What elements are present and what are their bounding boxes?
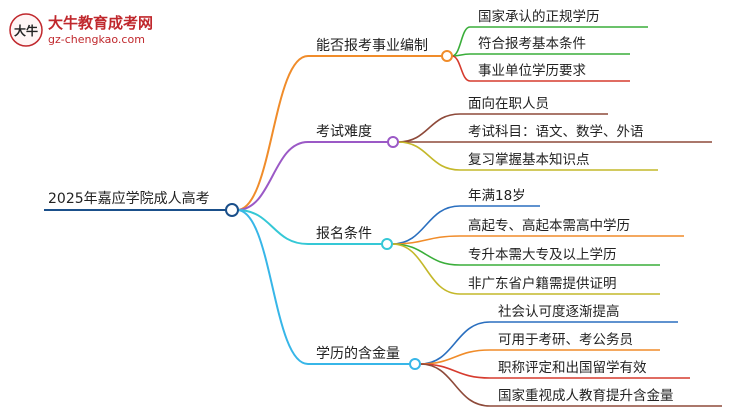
leaf-label: 复习掌握基本知识点 bbox=[468, 151, 590, 168]
branch-node bbox=[409, 358, 421, 370]
leaf-connector bbox=[397, 113, 461, 143]
leaf-connector bbox=[391, 243, 461, 266]
svg-text:大牛: 大牛 bbox=[14, 23, 38, 38]
leaf-label: 符合报考基本条件 bbox=[478, 35, 586, 52]
leaf-connector bbox=[419, 321, 491, 365]
branch-connector bbox=[236, 55, 309, 211]
branch-label: 能否报考事业编制 bbox=[316, 38, 428, 54]
branch-label: 学历的含金量 bbox=[316, 346, 400, 362]
branch-connector bbox=[236, 209, 309, 245]
leaf-label: 考试科目：语文、数学、外语 bbox=[468, 124, 644, 140]
site-logo: 大牛 大牛教育成考网 gz-chengkao.com bbox=[8, 8, 178, 52]
leaf-label: 高起专、高起本需高中学历 bbox=[468, 217, 630, 234]
leaf-connector bbox=[397, 141, 461, 171]
leaf-label: 国家承认的正规学历 bbox=[478, 8, 600, 25]
branch-label: 报名条件 bbox=[316, 225, 372, 242]
leaf-label: 面向在职人员 bbox=[468, 96, 549, 112]
leaf-label: 年满18岁 bbox=[468, 188, 526, 204]
branch-label: 考试难度 bbox=[316, 124, 372, 140]
leaf-connector bbox=[419, 363, 491, 407]
branch-connector bbox=[236, 141, 309, 211]
leaf-label: 可用于考研、考公务员 bbox=[498, 332, 633, 348]
leaf-connector bbox=[451, 26, 471, 57]
leaf-label: 国家重视成人教育提升含金量 bbox=[498, 387, 674, 404]
leaf-label: 事业单位学历要求 bbox=[478, 63, 586, 79]
branch-connector bbox=[236, 209, 309, 365]
leaf-label: 社会认可度逐渐提高 bbox=[498, 303, 620, 320]
leaf-connector bbox=[391, 243, 461, 295]
root-node bbox=[225, 203, 239, 217]
logo-url: gz-chengkao.com bbox=[48, 33, 145, 46]
leaf-label: 职称评定和出国留学有效 bbox=[498, 360, 647, 376]
leaf-connector bbox=[451, 55, 471, 82]
leaf-connector bbox=[391, 205, 461, 245]
logo-mark-icon: 大牛 bbox=[9, 13, 43, 47]
branch-node bbox=[387, 136, 399, 148]
leaf-label: 非广东省户籍需提供证明 bbox=[468, 275, 617, 292]
branch-node bbox=[441, 50, 453, 62]
logo-title: 大牛教育成考网 bbox=[48, 14, 154, 32]
root-topic: 2025年嘉应学院成人高考 bbox=[48, 190, 210, 207]
branch-node bbox=[381, 238, 393, 250]
leaf-label: 专升本需大专及以上学历 bbox=[468, 247, 617, 263]
